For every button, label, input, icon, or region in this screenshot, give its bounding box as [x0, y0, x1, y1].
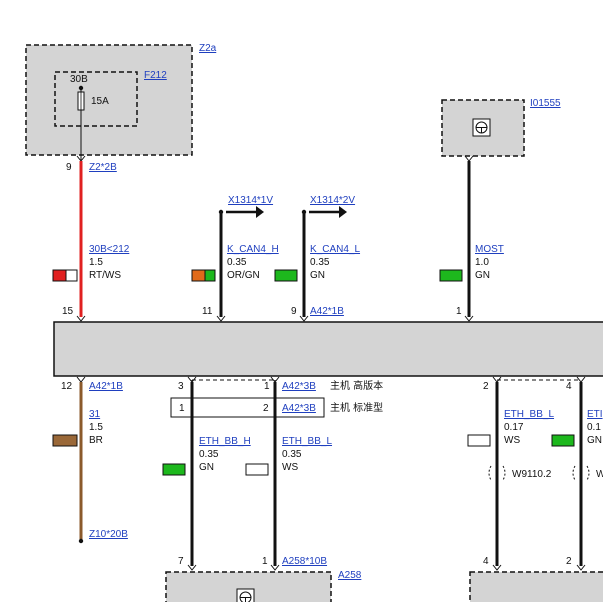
connector-w9110-2[interactable]: W9110.2 [512, 469, 552, 480]
wire-most-color: GN [475, 270, 490, 281]
swatch-br [52, 434, 78, 447]
main-unit-box [53, 321, 603, 377]
z2a-ref[interactable]: Z2a [199, 43, 217, 54]
ground-end-dot [78, 538, 84, 544]
f212-rating: 15A [91, 96, 109, 107]
wire-eth-partial-signal[interactable]: ETI [587, 409, 603, 420]
connector-z2-2b[interactable]: Z2*2B [89, 162, 117, 173]
wire-eth-h-gauge: 0.35 [199, 449, 219, 460]
connector-a258-10b[interactable]: A258*10B [282, 556, 327, 567]
pin-marker-a258-1 [270, 564, 280, 571]
connector-w-partial[interactable]: W [596, 469, 603, 480]
i01555-ref[interactable]: I01555 [530, 98, 561, 109]
a258-ref[interactable]: A258 [338, 570, 362, 581]
right-component-box [469, 571, 603, 602]
arrow-x1314-2v-head [339, 206, 347, 218]
twist-marker-w [572, 465, 590, 481]
swatch-can-l-gn [274, 269, 298, 282]
variant-high: 主机 高版本 [330, 379, 383, 392]
pin-marker-right-2 [576, 564, 586, 571]
wire-eth-l-gauge: 0.35 [282, 449, 302, 460]
pin-marker-1 [464, 315, 474, 322]
variant-dashed-frame [191, 379, 276, 400]
wire-can-h-gauge: 0.35 [227, 257, 247, 268]
connector-x1314-2v[interactable]: X1314*2V [310, 195, 355, 206]
variant-standard: 主机 标准型 [330, 401, 383, 414]
twist-marker-w9110 [488, 465, 506, 481]
wire-most-signal[interactable]: MOST [475, 244, 504, 255]
wire-eth-l-signal[interactable]: ETH_BB_L [282, 436, 332, 447]
pin-right-4: 4 [483, 556, 489, 567]
pin-z2-9: 9 [66, 162, 72, 173]
wire-30b-color: RT/WS [89, 270, 121, 281]
pin-11: 11 [202, 306, 213, 317]
pin-1-bottom: 1 [264, 381, 270, 392]
wire-can-l-gauge: 0.35 [310, 257, 330, 268]
pin-a258-7: 7 [178, 556, 184, 567]
pin-marker-12 [76, 376, 86, 383]
pin-a258-1: 1 [262, 556, 268, 567]
swatch-eth-l-ws [245, 463, 269, 476]
connector-a42-3b-high[interactable]: A42*3B [282, 381, 316, 392]
wire-eth-l2-gauge: 0.17 [504, 422, 524, 433]
swatch-most-gn [439, 269, 463, 282]
wire-eth-l2-color: WS [504, 435, 520, 446]
connector-a42-1b-bottom[interactable]: A42*1B [89, 381, 123, 392]
variant-std-pin-left: 1 [179, 403, 185, 414]
steering-wheel-spokes [476, 127, 487, 133]
wire-eth-h-color: GN [199, 462, 214, 473]
variant-standard-box [170, 397, 325, 418]
variant-std-pin-right: 2 [263, 403, 269, 414]
wire-30b-signal[interactable]: 30B<212 [89, 244, 130, 255]
a258-wheel-spokes [240, 597, 251, 602]
pin-4: 4 [566, 381, 572, 392]
pin-12: 12 [61, 381, 73, 392]
pin-marker-11 [216, 315, 226, 322]
wire-can-l-color: GN [310, 270, 325, 281]
connector-z10-20b[interactable]: Z10*20B [89, 529, 128, 540]
pin-marker-4 [576, 376, 586, 383]
wire-eth-l-color: WS [282, 462, 298, 473]
swatch-eth-l2-ws [467, 434, 491, 447]
pin-2: 2 [483, 381, 489, 392]
arrow-x1314-1v-head [256, 206, 264, 218]
pin-3: 3 [178, 381, 184, 392]
wire-can-l-signal[interactable]: K_CAN4_L [310, 244, 360, 255]
a258-module-icon [236, 588, 255, 602]
wire-30b-gauge: 1.5 [89, 257, 103, 268]
connector-a42-3b-std[interactable]: A42*3B [282, 403, 316, 414]
wire-can-h-signal[interactable]: K_CAN4_H [227, 244, 279, 255]
wire-eth-partial-color: GN [587, 435, 602, 446]
pin-marker-a258-7 [187, 564, 197, 571]
pin-marker-9 [299, 315, 309, 322]
wire-most-gauge: 1.0 [475, 257, 489, 268]
pin-15: 15 [62, 306, 74, 317]
wire-eth-l2-signal[interactable]: ETH_BB_L [504, 409, 554, 420]
pin-right-2: 2 [566, 556, 572, 567]
connector-a42-1b-top[interactable]: A42*1B [310, 306, 344, 317]
pin-9: 9 [291, 306, 297, 317]
wire-eth-partial-gauge: 0.1 [587, 422, 601, 433]
connector-x1314-1v[interactable]: X1314*1V [228, 195, 273, 206]
wire-eth-h-signal[interactable]: ETH_BB_H [199, 436, 251, 447]
wire-31-gauge: 1.5 [89, 422, 103, 433]
swatch-eth-h-gn [162, 463, 186, 476]
swatch-or [191, 269, 206, 282]
pin-1: 1 [456, 306, 462, 317]
swatch-rt [52, 269, 67, 282]
pin-marker-15 [76, 315, 86, 322]
swatch-ws [65, 269, 78, 282]
swatch-eth-partial-gn [551, 434, 575, 447]
wire-31-signal[interactable]: 31 [89, 409, 101, 420]
wire-can-h-color: OR/GN [227, 270, 260, 281]
pin-marker-right-4 [492, 564, 502, 571]
f212-ref[interactable]: F212 [144, 70, 167, 81]
wire-31-color: BR [89, 435, 103, 446]
swatch-gn [204, 269, 216, 282]
f212-box [54, 71, 138, 127]
f212-terminal: 30B [70, 74, 88, 85]
